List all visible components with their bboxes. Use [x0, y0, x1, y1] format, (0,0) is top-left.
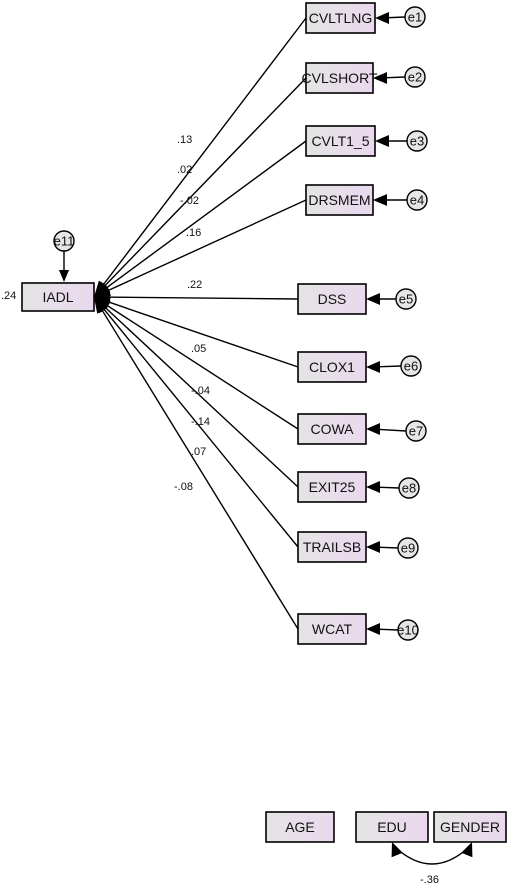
predictor-label: CVLTLNG: [309, 10, 373, 26]
outcome-r-squared: .24: [1, 290, 16, 302]
path-trailsb-to-iadl: [98, 302, 299, 548]
path-exit25-to-iadl: [99, 301, 299, 488]
error-term-circle: [406, 130, 428, 152]
error-arrowhead: [366, 623, 380, 635]
error-term-label: e5: [399, 292, 413, 307]
error-arrowhead: [373, 72, 387, 84]
error-term-circle: [404, 6, 426, 28]
predictor-box-dss: [297, 283, 367, 315]
path-coefficient: -.14: [191, 416, 210, 428]
covariance-value: -.36: [420, 874, 439, 886]
error-term-label: e7: [409, 424, 423, 439]
error-term-circle: [398, 477, 420, 499]
covariate-label: EDU: [377, 819, 407, 835]
error-arrowhead: [366, 361, 380, 373]
error-term-circle: [397, 619, 419, 641]
path-cvltlng-to-iadl: [98, 17, 307, 292]
predictor-box-trailsb: [297, 531, 367, 563]
path-coefficient: -.02: [180, 195, 199, 207]
error-term-label: e9: [401, 541, 415, 556]
predictor-label: DRSMEM: [308, 192, 370, 208]
error-arrowhead: [375, 12, 389, 24]
path-coefficient: .07: [191, 446, 206, 458]
error-term-label: e8: [402, 481, 416, 496]
predictor-label: CLOX1: [309, 359, 355, 375]
covariate-label: GENDER: [440, 819, 500, 835]
path-dss-to-iadl: [101, 296, 299, 300]
error-term-circle: [53, 230, 75, 252]
path-coefficient: -.08: [174, 481, 193, 493]
outcome-label: IADL: [42, 289, 73, 305]
path-coefficient: .16: [186, 227, 201, 239]
covariate-box-edu: [355, 811, 429, 843]
error-term-circle: [397, 537, 419, 559]
covariance-arrowhead: [461, 842, 473, 858]
error-arrowhead: [59, 270, 69, 282]
predictor-box-drsmem: [305, 184, 374, 216]
error-term-label: e2: [408, 70, 422, 85]
error-arrowhead: [366, 293, 380, 305]
path-cowa-to-iadl: [100, 300, 299, 430]
error-term-circle: [395, 288, 417, 310]
predictor-label: COWA: [310, 421, 354, 437]
path-coefficient: .13: [177, 134, 192, 146]
path-coefficient: .22: [187, 279, 202, 291]
predictor-box-wcat: [297, 613, 367, 645]
path-drsmem-to-iadl: [100, 199, 307, 295]
path-coefficient: .02: [177, 164, 192, 176]
outcome-box-iadl: [21, 282, 95, 312]
predictor-box-exit25: [297, 471, 367, 503]
covariance-curve: [395, 847, 469, 865]
error-term-label: e4: [410, 193, 424, 208]
predictor-label: CVLSHORT: [302, 70, 378, 86]
path-coefficient: .05: [191, 343, 206, 355]
path-cvlshort-to-iadl: [99, 77, 307, 292]
path-wcat-to-iadl: [97, 303, 299, 630]
error-term-circle: [404, 66, 426, 88]
predictor-box-cvlt1_5: [305, 125, 376, 157]
predictor-box-cvltlng: [305, 2, 376, 34]
path-clox1-to-iadl: [101, 298, 299, 368]
error-arrowhead: [366, 423, 380, 435]
path-cvlt1_5-to-iadl: [100, 140, 307, 293]
error-term-label: e3: [410, 134, 424, 149]
error-arrowhead: [375, 135, 389, 147]
error-term-circle: [406, 189, 428, 211]
error-term-circle: [405, 420, 427, 442]
error-term-circle: [400, 355, 422, 377]
covariance-arrowhead: [391, 842, 403, 858]
error-term-label: e6: [404, 359, 418, 374]
error-arrowhead: [366, 481, 380, 493]
predictor-label: TRAILSB: [303, 539, 361, 555]
predictor-label: DSS: [318, 291, 347, 307]
predictor-box-cvlshort: [305, 62, 374, 94]
error-term-label: e10: [397, 623, 419, 638]
path-coefficient: -.04: [191, 385, 210, 397]
predictor-label: EXIT25: [309, 479, 356, 495]
covariate-box-gender: [433, 811, 507, 843]
error-term-label: e11: [54, 234, 75, 249]
predictor-box-cowa: [297, 413, 367, 445]
error-arrowhead: [366, 541, 380, 553]
covariate-box-age: [265, 811, 335, 843]
predictor-box-clox1: [297, 351, 367, 383]
error-term-label: e1: [408, 10, 422, 25]
predictor-label: CVLT1_5: [311, 133, 369, 149]
predictor-label: WCAT: [312, 621, 353, 637]
error-arrowhead: [373, 194, 387, 206]
path-arrowhead: [94, 297, 108, 314]
covariate-label: AGE: [285, 819, 315, 835]
